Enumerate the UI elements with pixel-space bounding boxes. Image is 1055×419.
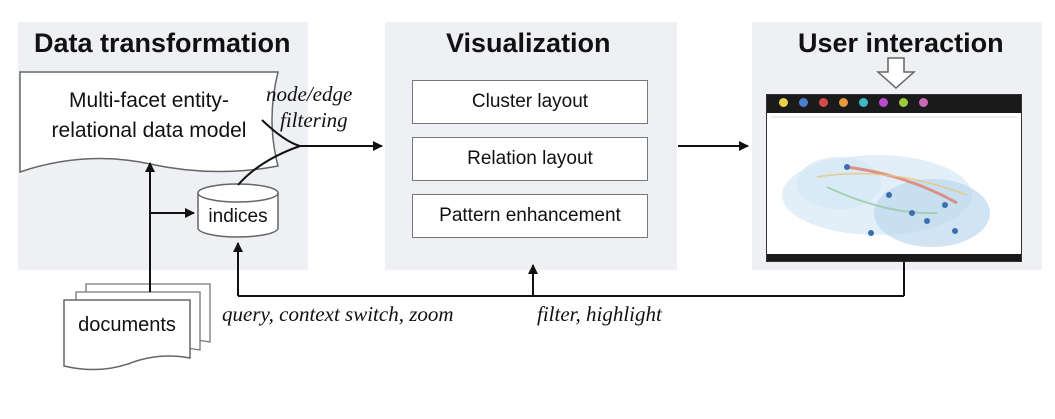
curve-model-to-filter (261, 119, 301, 147)
screenshot-graph (771, 116, 1017, 247)
data-model-text: Multi-facet entity- relational data mode… (20, 86, 278, 146)
documents-stack (63, 283, 211, 371)
indices-cylinder (197, 183, 279, 238)
data-model-line1: Multi-facet entity- (69, 89, 229, 112)
data-model-shape (19, 71, 279, 174)
visualization-title: Visualization (446, 28, 611, 58)
screenshot-legend-dot (779, 98, 788, 107)
relation-layout-box: Relation layout (412, 137, 648, 181)
data-model-line2: relational data model (51, 119, 247, 142)
pattern-enhancement-label: Pattern enhancement (439, 205, 621, 226)
query-label: query, context switch, zoom (222, 302, 454, 326)
screenshot-legend-dot (919, 98, 928, 107)
user-interaction-title: User interaction (798, 28, 1004, 58)
cluster-layout-box: Cluster layout (412, 80, 648, 124)
node-edge-label: node/edge (266, 82, 353, 106)
screenshot-legend-dot (799, 98, 808, 107)
app-screenshot-thumbnail (766, 94, 1022, 262)
screenshot-legend-dot (819, 98, 828, 107)
screenshot-legend-dot (899, 98, 908, 107)
cluster-layout-label: Cluster layout (471, 91, 589, 112)
screenshot-legend-dot (879, 98, 888, 107)
data-transformation-title: Data transformation (34, 28, 291, 58)
screenshot-legend-dot (839, 98, 848, 107)
pattern-enhancement-box: Pattern enhancement (412, 194, 648, 238)
indices-label: indices (208, 206, 268, 227)
screenshot-legend-bar (767, 95, 1021, 113)
filtering-label: filtering (280, 108, 348, 132)
filter-highlight-label: filter, highlight (537, 302, 662, 326)
relation-layout-label: Relation layout (467, 148, 593, 169)
screenshot-legend-dot (859, 98, 868, 107)
documents-label: documents (78, 314, 176, 336)
hollow-down-arrow-icon (876, 57, 916, 90)
curve-indices-to-filter (237, 145, 301, 186)
screenshot-status-bar (767, 254, 1021, 261)
